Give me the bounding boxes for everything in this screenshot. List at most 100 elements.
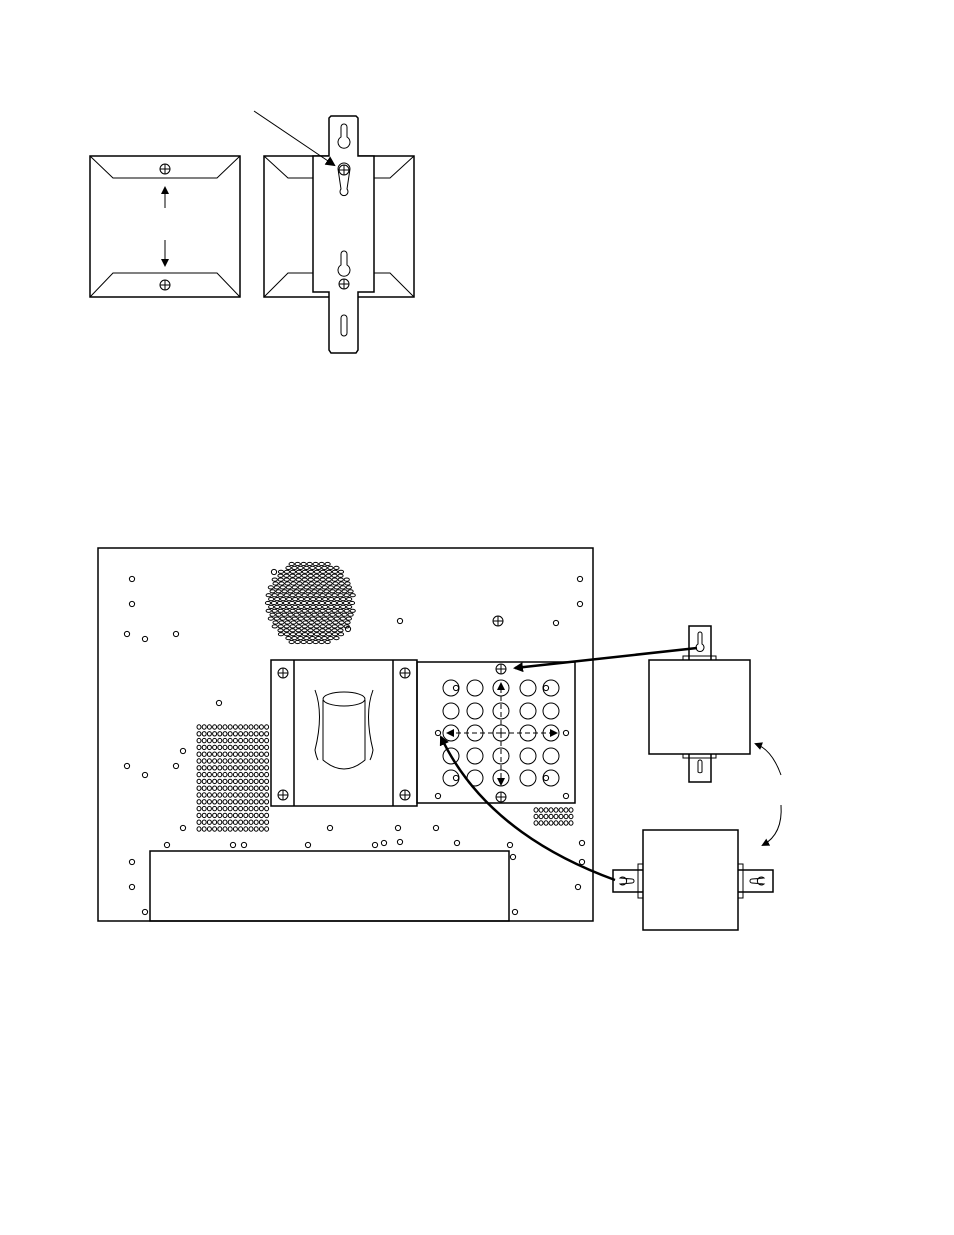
vent-slot	[339, 582, 344, 585]
vent-slot	[207, 766, 211, 770]
vent-slot	[207, 827, 211, 831]
dashed-arrow-icon	[448, 684, 556, 784]
vent-slot	[539, 814, 543, 818]
vent-slot	[239, 827, 243, 831]
vent-slot	[347, 598, 352, 601]
vent-slot	[254, 813, 258, 817]
vent-slot	[223, 827, 227, 831]
vent-slot	[290, 570, 295, 573]
vent-slot	[249, 738, 253, 742]
vent-slot	[308, 633, 313, 636]
vent-slot	[336, 590, 341, 593]
vent-slot	[207, 800, 211, 804]
vent-slot	[334, 637, 339, 640]
vent-slot	[282, 590, 287, 593]
vent-slot	[213, 793, 217, 797]
vent-slot	[327, 621, 332, 624]
vent-slot	[320, 625, 325, 628]
vent-slot	[223, 779, 227, 783]
vent-slot	[223, 793, 227, 797]
vent-slot	[275, 598, 280, 601]
vent-slot	[284, 625, 289, 628]
module-horizontal-orientation	[613, 830, 773, 930]
vent-slot	[344, 594, 349, 597]
curved-arrow-icon	[763, 805, 781, 845]
vent-slot	[269, 605, 274, 608]
vent-slot	[287, 598, 292, 601]
mounting-hole	[507, 842, 512, 847]
vent-slot	[307, 640, 312, 643]
vent-slot	[302, 578, 307, 581]
vent-grille-circular	[265, 562, 355, 643]
vent-slot	[544, 814, 548, 818]
vent-slot	[332, 578, 337, 581]
vent-slot	[559, 808, 563, 812]
vent-slot	[254, 800, 258, 804]
vent-slot	[320, 574, 325, 577]
mounting-hole	[180, 748, 185, 753]
vent-slot	[213, 820, 217, 824]
vent-slot	[207, 772, 211, 776]
vent-slot	[249, 827, 253, 831]
mounting-hole	[173, 631, 178, 636]
mounting-hole	[216, 700, 221, 705]
vent-slot	[270, 590, 275, 593]
grid-hole	[467, 748, 483, 764]
vent-slot	[213, 725, 217, 729]
vent-slot	[233, 745, 237, 749]
vent-slot	[312, 590, 317, 593]
vent-slot	[259, 759, 263, 763]
vent-slot	[338, 578, 343, 581]
vent-slot	[312, 613, 317, 616]
mounting-hole	[372, 842, 377, 847]
vent-slot	[564, 821, 568, 825]
vent-slot	[244, 800, 248, 804]
vent-slot	[213, 806, 217, 810]
vent-slot	[223, 772, 227, 776]
vent-slot	[302, 594, 307, 597]
vent-slot	[228, 752, 232, 756]
vent-slot	[321, 582, 326, 585]
vent-slot	[202, 772, 206, 776]
mounting-hole	[453, 775, 458, 780]
vent-slot	[316, 637, 321, 640]
vent-slot	[268, 617, 273, 620]
vent-slot	[239, 766, 243, 770]
vent-slot	[296, 594, 301, 597]
mounting-hole	[512, 909, 517, 914]
vent-slot	[298, 566, 303, 569]
mounting-hole	[577, 601, 582, 606]
grid-hole	[467, 680, 483, 696]
vent-slot	[207, 725, 211, 729]
vent-slot	[317, 598, 322, 601]
vent-slot	[233, 738, 237, 742]
vent-slot	[218, 786, 222, 790]
vent-slot	[244, 725, 248, 729]
vent-slot	[197, 820, 201, 824]
vent-slot	[273, 582, 278, 585]
vent-slot	[239, 759, 243, 763]
vent-slot	[228, 759, 232, 763]
vent-slot	[313, 640, 318, 643]
vent-slot	[284, 609, 289, 612]
vent-slot	[331, 601, 336, 604]
vent-slot	[249, 745, 253, 749]
vent-slot	[346, 617, 351, 620]
vent-slot	[284, 578, 289, 581]
vent-slot	[228, 806, 232, 810]
vent-slot	[318, 613, 323, 616]
vent-slot	[272, 609, 277, 612]
vent-slot	[202, 813, 206, 817]
vent-slot	[306, 613, 311, 616]
transformer-core	[315, 690, 373, 769]
vent-slot	[311, 598, 316, 601]
vent-slot	[271, 601, 276, 604]
vent-slot	[286, 637, 291, 640]
vent-slot	[290, 625, 295, 628]
grid-hole	[467, 703, 483, 719]
vent-slot	[314, 629, 319, 632]
vent-slot	[265, 786, 269, 790]
vent-slot	[292, 566, 297, 569]
vent-slot	[302, 609, 307, 612]
vent-slot	[239, 772, 243, 776]
